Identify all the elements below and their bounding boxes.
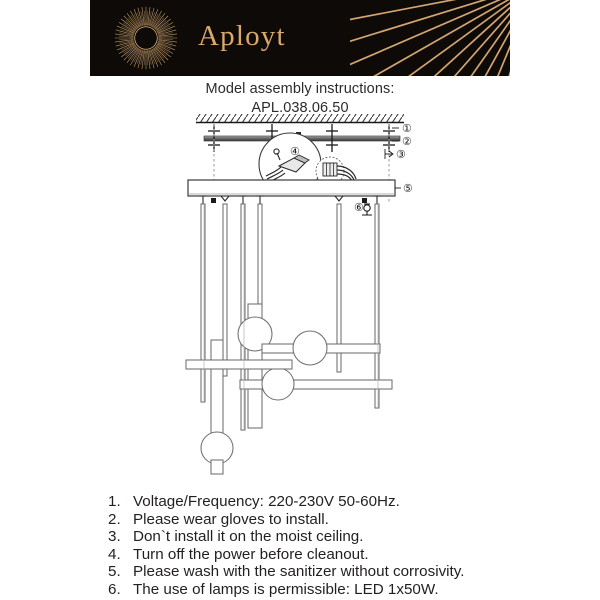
- list-item-text: Turn off the power before cleanout.: [133, 545, 369, 563]
- callout-5-label: ⑤: [403, 183, 413, 195]
- list-item-text: Voltage/Frequency: 220-230V 50-60Hz.: [133, 493, 400, 510]
- list-item-text: Please wear gloves to install.: [133, 510, 329, 528]
- rod-fitting-group: [199, 195, 381, 204]
- horizontal-arm-2: [239, 379, 393, 390]
- glass-globe-4: [200, 431, 234, 465]
- callout-group-clamp: ⑥: [354, 202, 372, 216]
- list-item: 4. Turn off the power before cleanout.: [108, 546, 528, 564]
- callout-group-canopy: ⑤: [395, 183, 413, 195]
- vertical-tube-lower: [210, 339, 224, 447]
- brand-banner: Aployt: [90, 0, 510, 76]
- suspension-rod-1: [200, 203, 206, 403]
- list-item-number: 2.: [108, 510, 121, 528]
- list-item-text: Don`t install it on the moist ceiling.: [133, 528, 364, 546]
- list-item-number: 1.: [108, 493, 121, 510]
- callout-4-label: ④: [290, 146, 300, 158]
- page-title: Model assembly instructions: APL.038.06.…: [0, 80, 600, 118]
- glass-globe-3: [261, 367, 295, 401]
- list-item-text: The use of lamps is permissible: LED 1x5…: [133, 580, 439, 598]
- instructions-list: 1. Voltage/Frequency: 220-230V 50-60Hz. …: [108, 493, 528, 599]
- sunburst-icon: [114, 6, 178, 70]
- ceiling-surface: [196, 114, 404, 124]
- callout-3-label: ③: [396, 149, 406, 161]
- list-item: 5. Please wash with the sanitizer withou…: [108, 563, 528, 581]
- page-title-line2: APL.038.06.50: [251, 100, 349, 116]
- list-item-number: 6.: [108, 580, 121, 598]
- list-item: 2. Please wear gloves to install.: [108, 511, 528, 529]
- canopy-bar: [187, 179, 396, 197]
- glass-globe-2: [292, 330, 328, 366]
- ray-fan-icon: [350, 0, 510, 76]
- suspension-rod-5: [336, 203, 342, 373]
- list-item-number: 5.: [108, 563, 121, 581]
- lamp-edge-accents: [203, 204, 379, 430]
- suspension-rod-3: [240, 203, 246, 431]
- list-item: 6. The use of lamps is permissible: LED …: [108, 581, 528, 599]
- lamp-body: [185, 203, 393, 475]
- callout-1-label: ①: [402, 123, 412, 135]
- suspension-rod-6: [374, 203, 380, 409]
- list-item: 3. Don`t install it on the moist ceiling…: [108, 528, 528, 546]
- brand-wordmark: Aployt: [198, 20, 286, 52]
- list-item: 1. Voltage/Frequency: 220-230V 50-60Hz.: [108, 493, 528, 511]
- callout-6-label: ⑥: [354, 202, 364, 214]
- ceiling-lamp-assembly-diagram: ① ② ③ ④ ⑤: [185, 114, 413, 475]
- list-item-number: 3.: [108, 528, 121, 546]
- suspension-rod-2: [222, 203, 228, 377]
- suspension-rod-4: [257, 203, 263, 305]
- callout-group-top: ① ② ③: [384, 123, 412, 161]
- glass-globe-1: [237, 316, 273, 352]
- page-title-line1: Model assembly instructions:: [205, 81, 395, 97]
- horizontal-arm-3: [185, 359, 293, 370]
- anchor-dot-group: [211, 198, 367, 203]
- bottom-stem: [210, 459, 224, 475]
- list-item-number: 4.: [108, 545, 121, 563]
- list-item-text: Please wash with the sanitizer without c…: [133, 563, 465, 581]
- callout-2-label: ②: [402, 136, 412, 148]
